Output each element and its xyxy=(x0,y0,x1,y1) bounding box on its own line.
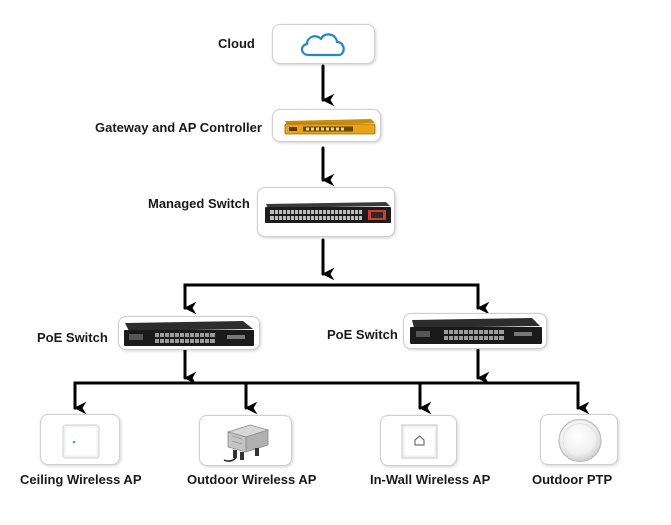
poe-switch-icon xyxy=(124,321,254,346)
ceiling-ap-icon xyxy=(62,424,100,459)
inwall-ap-icon xyxy=(401,424,438,459)
managed-switch-label: Managed Switch xyxy=(148,196,250,211)
cloud-icon xyxy=(300,33,345,57)
ceiling-ap-label: Ceiling Wireless AP xyxy=(20,472,142,487)
outdoor-ptp-label: Outdoor PTP xyxy=(532,472,613,487)
ceiling-ap-node xyxy=(40,414,120,465)
poe-switch-left-label: PoE Switch xyxy=(37,330,108,345)
outdoor-ptp-node xyxy=(540,414,618,465)
poe-switch-icon xyxy=(410,318,542,344)
outdoor-ap-node xyxy=(199,415,292,466)
outdoor-ap-icon xyxy=(223,424,270,462)
inwall-ap-label: In-Wall Wireless AP xyxy=(370,472,491,487)
gateway-device-icon xyxy=(284,119,376,135)
poe-switch-right-label: PoE Switch xyxy=(327,327,398,342)
poe-switch-right-node xyxy=(403,313,547,349)
outdoor-ptp-icon xyxy=(558,418,602,463)
managed-switch-icon xyxy=(265,202,391,223)
managed-switch-node xyxy=(257,187,395,237)
edge-managed-switch-branch xyxy=(183,283,480,310)
outdoor-ap-label: Outdoor Wireless AP xyxy=(187,472,317,487)
inwall-ap-node xyxy=(380,415,457,466)
gateway-node xyxy=(272,109,381,142)
cloud-label: Cloud xyxy=(218,36,255,51)
poe-switch-left-node xyxy=(118,316,260,350)
edge-ap-bus xyxy=(73,381,580,410)
gateway-label: Gateway and AP Controller xyxy=(95,120,262,135)
cloud-node xyxy=(272,24,375,64)
